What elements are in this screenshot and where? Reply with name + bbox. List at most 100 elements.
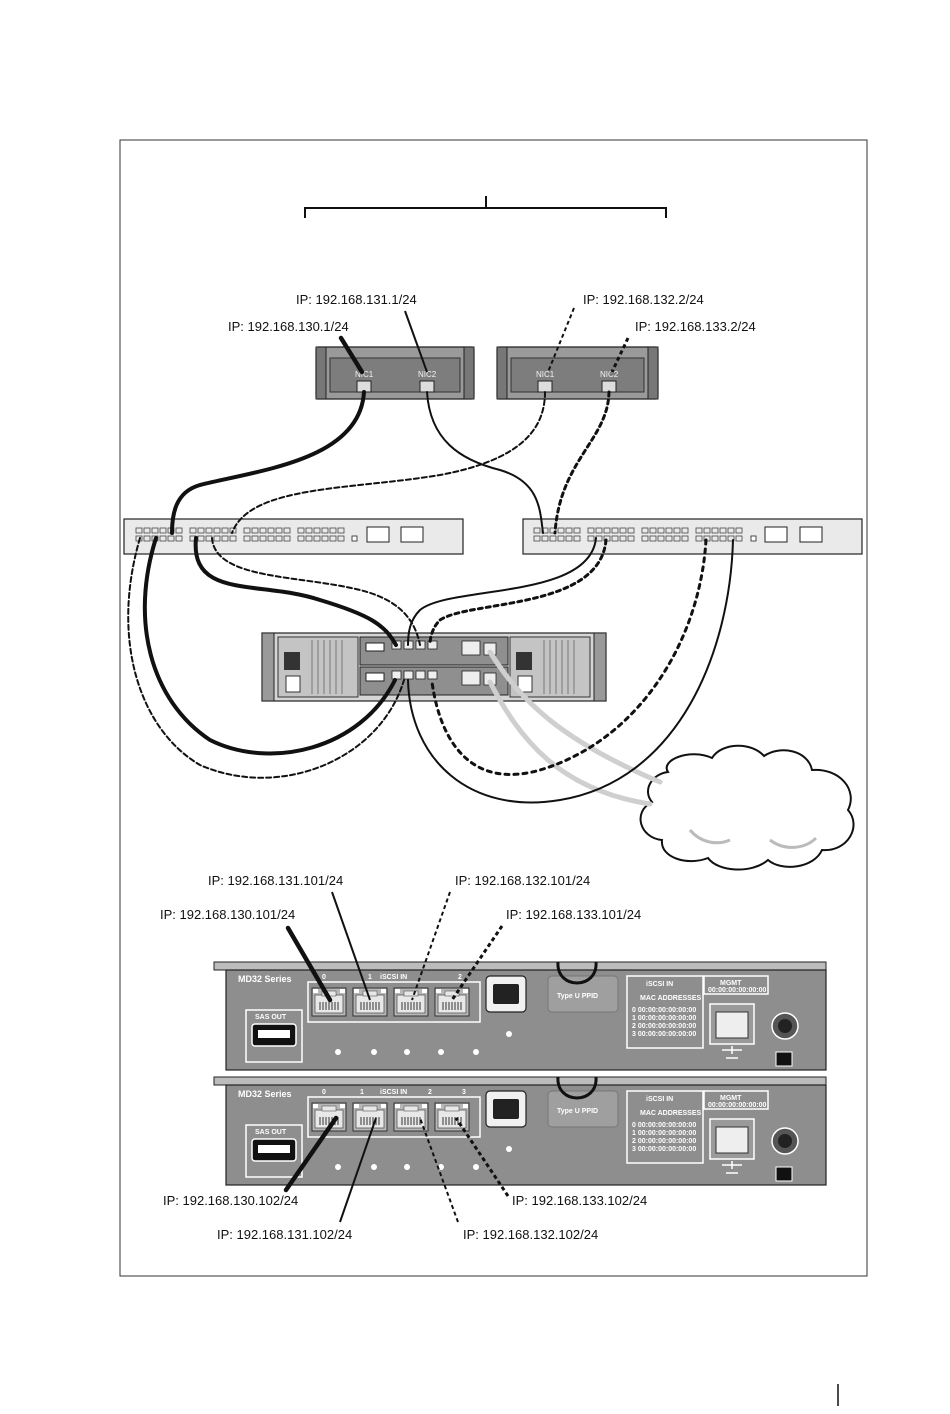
switch-port[interactable] — [313, 527, 321, 534]
switch-port[interactable] — [665, 527, 673, 534]
switch-port[interactable] — [135, 527, 143, 534]
switch-port[interactable] — [283, 535, 291, 542]
switch-port[interactable] — [175, 535, 183, 542]
warning-led-icon — [371, 1164, 377, 1170]
switch-port[interactable] — [533, 527, 541, 534]
switch-port[interactable] — [329, 527, 337, 534]
switch-port[interactable] — [189, 527, 197, 534]
switch-port[interactable] — [297, 527, 305, 534]
switch-port[interactable] — [627, 527, 635, 534]
switch-port[interactable] — [305, 527, 313, 534]
switch-port[interactable] — [221, 527, 229, 534]
switch-port[interactable] — [549, 535, 557, 542]
switch-port[interactable] — [329, 535, 337, 542]
ctrl0-iscsi-port-1[interactable] — [352, 987, 388, 1017]
switch-port[interactable] — [641, 527, 649, 534]
host1-nic2-port[interactable] — [419, 380, 435, 393]
switch-port[interactable] — [305, 535, 313, 542]
switch-port[interactable] — [167, 535, 175, 542]
switch-port[interactable] — [159, 527, 167, 534]
switch-port[interactable] — [627, 535, 635, 542]
switch-port[interactable] — [681, 535, 689, 542]
ctrl1-port-num-0: 0 — [322, 1089, 326, 1096]
switch-port[interactable] — [313, 535, 321, 542]
switch-port[interactable] — [665, 535, 673, 542]
ctrl1-iscsi-port-1[interactable] — [352, 1102, 388, 1132]
switch-port[interactable] — [205, 527, 213, 534]
switch-port[interactable] — [657, 527, 665, 534]
switch-port[interactable] — [259, 527, 267, 534]
switch-port[interactable] — [719, 535, 727, 542]
switch-port[interactable] — [735, 535, 743, 542]
cable-sw1-ctrl1-p2 — [127, 537, 405, 779]
switch-port[interactable] — [649, 527, 657, 534]
switch-port[interactable] — [711, 527, 719, 534]
switch-port[interactable] — [735, 527, 743, 534]
switch-port[interactable] — [337, 527, 345, 534]
switch-port[interactable] — [533, 535, 541, 542]
switch-port[interactable] — [695, 535, 703, 542]
switch-port[interactable] — [565, 535, 573, 542]
switch-port[interactable] — [657, 535, 665, 542]
switch-port[interactable] — [611, 527, 619, 534]
switch-port[interactable] — [229, 535, 237, 542]
ctrl0-iscsi-port-3[interactable] — [434, 987, 470, 1017]
switch-port[interactable] — [151, 527, 159, 534]
switch-port[interactable] — [673, 535, 681, 542]
switch-port[interactable] — [337, 535, 345, 542]
switch-port[interactable] — [695, 527, 703, 534]
switch-port[interactable] — [649, 535, 657, 542]
switch-port[interactable] — [573, 527, 581, 534]
switch-port[interactable] — [603, 527, 611, 534]
switch-port[interactable] — [275, 535, 283, 542]
switch-port[interactable] — [243, 535, 251, 542]
switch-port[interactable] — [641, 535, 649, 542]
host2-nic2-port[interactable] — [601, 380, 617, 393]
host2-nic1-port[interactable] — [537, 380, 553, 393]
switch-port[interactable] — [283, 527, 291, 534]
switch-port[interactable] — [175, 527, 183, 534]
ctrl1-iscsi-label: iSCSI IN — [380, 1089, 407, 1096]
switch-port[interactable] — [673, 527, 681, 534]
switch-port[interactable] — [197, 535, 205, 542]
switch-port[interactable] — [251, 535, 259, 542]
switch-port[interactable] — [267, 535, 275, 542]
switch-port[interactable] — [619, 527, 627, 534]
switch-port[interactable] — [259, 535, 267, 542]
switch-port[interactable] — [557, 527, 565, 534]
switch-port[interactable] — [573, 535, 581, 542]
switch-port[interactable] — [297, 535, 305, 542]
switch-port[interactable] — [557, 535, 565, 542]
switch-port[interactable] — [251, 527, 259, 534]
switch-port[interactable] — [143, 535, 151, 542]
switch-port[interactable] — [595, 527, 603, 534]
ctrl0-iscsi-port-2[interactable] — [393, 987, 429, 1017]
switch-port[interactable] — [549, 527, 557, 534]
switch-port[interactable] — [267, 527, 275, 534]
switch-port[interactable] — [221, 535, 229, 542]
switch-port[interactable] — [321, 527, 329, 534]
switch-port[interactable] — [143, 527, 151, 534]
ctrl1-mac-header: iSCSI IN — [646, 1096, 673, 1103]
switch-port[interactable] — [727, 527, 735, 534]
switch-port[interactable] — [611, 535, 619, 542]
ctrl1-iscsi-port-3[interactable] — [434, 1102, 470, 1132]
switch-port[interactable] — [681, 527, 689, 534]
switch-port[interactable] — [213, 535, 221, 542]
switch-port[interactable] — [587, 535, 595, 542]
switch-port[interactable] — [565, 527, 573, 534]
switch-port[interactable] — [541, 535, 549, 542]
switch-port[interactable] — [213, 527, 221, 534]
switch-port[interactable] — [703, 527, 711, 534]
mgmt-cable-1 — [487, 649, 663, 785]
switch-port[interactable] — [321, 535, 329, 542]
switch-port[interactable] — [619, 535, 627, 542]
switch-port[interactable] — [275, 527, 283, 534]
switch-port[interactable] — [727, 535, 735, 542]
switch-port[interactable] — [587, 527, 595, 534]
switch-port[interactable] — [197, 527, 205, 534]
switch-port[interactable] — [719, 527, 727, 534]
switch-port[interactable] — [711, 535, 719, 542]
switch-port[interactable] — [159, 535, 167, 542]
switch-port[interactable] — [243, 527, 251, 534]
